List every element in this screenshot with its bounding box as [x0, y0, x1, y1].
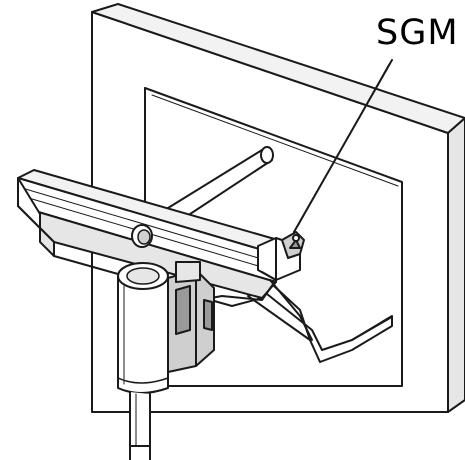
sensor-housing [167, 261, 215, 373]
callout-leader [293, 59, 393, 233]
sgm-fastener [281, 231, 305, 259]
rail [17, 169, 293, 307]
cylinder-probe [117, 262, 169, 460]
callout-label-sgm: SGM [376, 13, 459, 53]
